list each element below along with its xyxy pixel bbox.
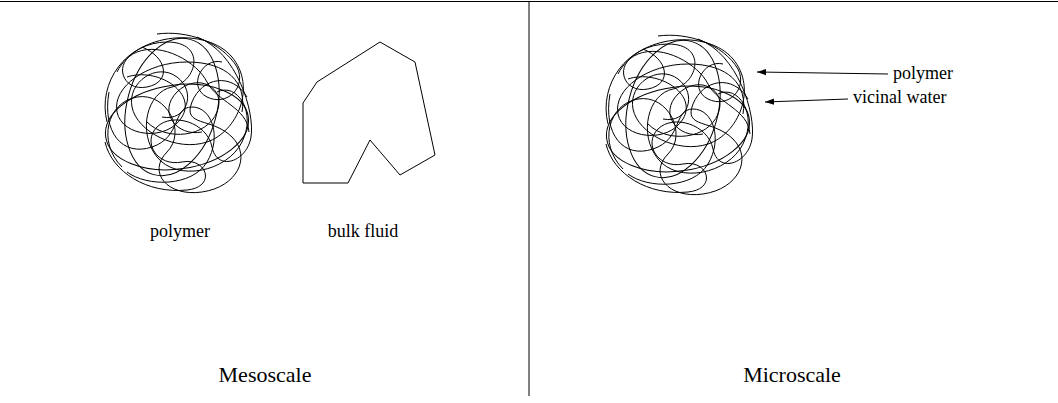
leader-arrow (765, 99, 848, 102)
part-label: polymer (893, 63, 953, 84)
part-label: bulk fluid (328, 221, 399, 242)
panel-divider (529, 2, 530, 397)
polymer-coil (100, 28, 254, 193)
part-label: polymer (150, 221, 210, 242)
part-label: vicinal water (853, 87, 946, 108)
panel-title: Microscale (743, 362, 841, 387)
bulk-fluid-shape (303, 42, 435, 183)
polymer-coil (601, 30, 755, 195)
panel-title: Mesoscale (219, 362, 312, 387)
leader-arrow (757, 72, 888, 74)
